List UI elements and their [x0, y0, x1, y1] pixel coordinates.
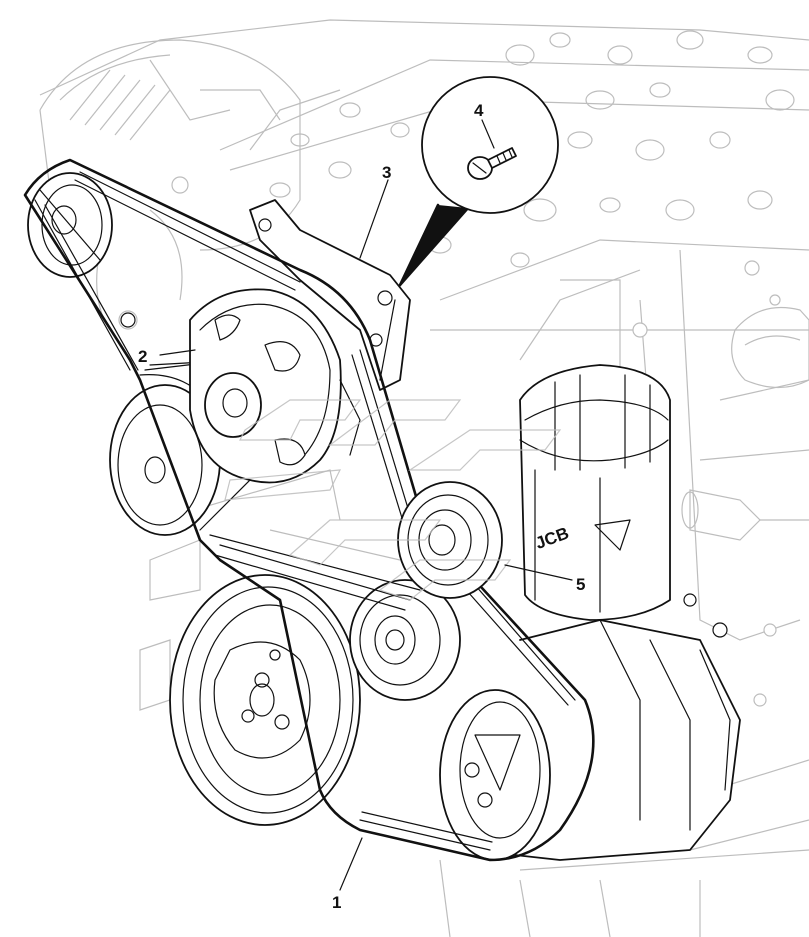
- crankshaft-pulley: [169, 574, 361, 826]
- leader-1: [339, 837, 363, 891]
- belt-tensioner: [189, 288, 361, 484]
- watermark-logo: [224, 399, 562, 601]
- callout-3: 3: [382, 163, 391, 182]
- leader-2: [159, 349, 196, 356]
- callout-1: 1: [332, 893, 341, 912]
- alternator-pulley: [27, 172, 113, 278]
- callout-leaders: [159, 119, 573, 891]
- callout-2: 2: [138, 347, 147, 366]
- leader-5: [504, 564, 573, 581]
- callout-4: 4: [474, 101, 484, 120]
- detail-bubble: [398, 76, 559, 287]
- leader-4: [481, 119, 495, 149]
- leader-3: [359, 179, 389, 259]
- engine-block-background: [39, 19, 809, 937]
- callout-5: 5: [576, 575, 585, 594]
- drive-belt: [23, 158, 595, 862]
- callout-labels: 1 2 3 4 5: [138, 101, 585, 912]
- bolt-icon: [467, 147, 517, 180]
- fuel-filter: JCB: [519, 364, 671, 621]
- lower-idler-pulley: [349, 579, 461, 701]
- ac-compressor: [439, 619, 741, 861]
